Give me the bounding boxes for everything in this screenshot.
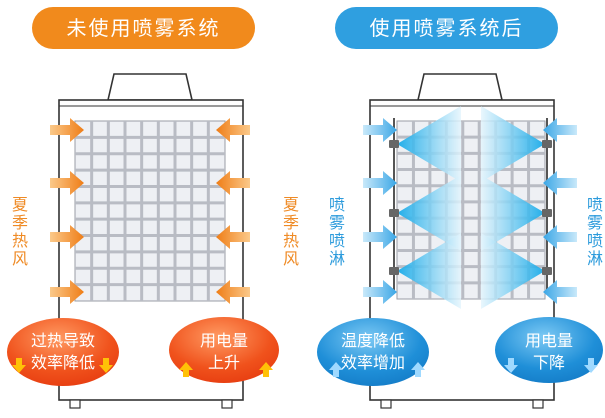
spray-nozzle — [389, 140, 399, 148]
fan-housing — [106, 73, 194, 101]
status-oval-power — [169, 317, 279, 383]
spray-nozzle — [389, 267, 399, 275]
hot-air-arrows — [50, 118, 250, 304]
status-oval-power — [495, 317, 603, 383]
unit-illustration-without-spray — [7, 73, 279, 409]
arrow-left-icon — [216, 225, 250, 249]
without-spray-banner: 未使用喷雾系统 — [32, 7, 255, 49]
arrow-left-icon — [216, 118, 250, 142]
mist-cones — [389, 106, 552, 309]
arrow-left-icon — [216, 280, 250, 304]
mist-cone-left — [397, 106, 461, 182]
mist-cone-right — [481, 175, 545, 251]
mist-cone-right — [481, 233, 545, 309]
arrow-left-icon — [216, 171, 250, 195]
status-oval-efficiency — [7, 318, 119, 386]
up-arrow-icon — [411, 362, 425, 377]
spray-nozzle — [542, 267, 552, 275]
down-arrow-icon — [99, 358, 113, 373]
arrow-left-icon — [543, 225, 577, 249]
without-spray-panel: 未使用喷雾系统 — [0, 0, 302, 418]
mist-cone-left — [397, 233, 461, 309]
with-spray-panel: 使用喷雾系统后 — [303, 0, 605, 418]
status-line-2: 效率增加 — [340, 353, 405, 372]
spray-mist-label-left: 喷雾喷淋 — [326, 196, 345, 268]
status-efficiency-text: 过热导致 效率降低 — [7, 328, 119, 378]
airflow-arrows — [363, 118, 577, 304]
down-arrow-icon — [12, 358, 26, 373]
down-arrow-icon — [584, 358, 598, 373]
status-line-1: 温度降低 — [340, 331, 405, 350]
arrow-right-icon — [363, 225, 397, 249]
arrow-left-icon — [543, 280, 577, 304]
up-arrow-icon — [329, 362, 343, 377]
mist-cone-right — [481, 106, 545, 182]
arrow-left-icon — [543, 171, 577, 195]
status-power-text: 用电量 下降 — [495, 328, 603, 378]
spray-mist-label-right: 喷雾喷淋 — [584, 196, 603, 268]
status-line-2: 上升 — [207, 353, 240, 372]
status-line-1: 过热导致 — [30, 331, 95, 350]
status-temperature-text: 温度降低 效率增加 — [317, 328, 429, 378]
with-spray-banner: 使用喷雾系统后 — [335, 7, 558, 49]
status-line-1: 用电量 — [524, 331, 573, 350]
arrow-right-icon — [363, 280, 397, 304]
status-line-1: 用电量 — [199, 331, 248, 350]
arrow-right-icon — [363, 118, 397, 142]
summer-hot-air-label-left: 夏季热风 — [9, 196, 28, 268]
down-arrow-icon — [504, 358, 518, 373]
unit-illustration-with-spray — [317, 73, 603, 409]
status-oval-temperature — [317, 318, 429, 386]
arrow-right-icon — [363, 171, 397, 195]
status-line-2: 效率降低 — [30, 353, 95, 372]
spray-nozzle — [542, 140, 552, 148]
mist-cone-left — [397, 175, 461, 251]
arrow-right-icon — [50, 118, 84, 142]
arrow-right-icon — [50, 171, 84, 195]
up-arrow-icon — [259, 362, 273, 377]
arrow-left-icon — [543, 118, 577, 142]
status-line-2: 下降 — [532, 353, 565, 372]
condenser-coil-grid — [74, 120, 226, 302]
arrow-right-icon — [50, 280, 84, 304]
fan-housing — [416, 73, 504, 101]
arrow-right-icon — [50, 225, 84, 249]
status-power-text: 用电量 上升 — [169, 328, 279, 378]
summer-hot-air-label-right: 夏季热风 — [280, 196, 299, 268]
up-arrow-icon — [179, 362, 193, 377]
spray-nozzle — [389, 209, 399, 217]
spray-nozzle — [542, 209, 552, 217]
